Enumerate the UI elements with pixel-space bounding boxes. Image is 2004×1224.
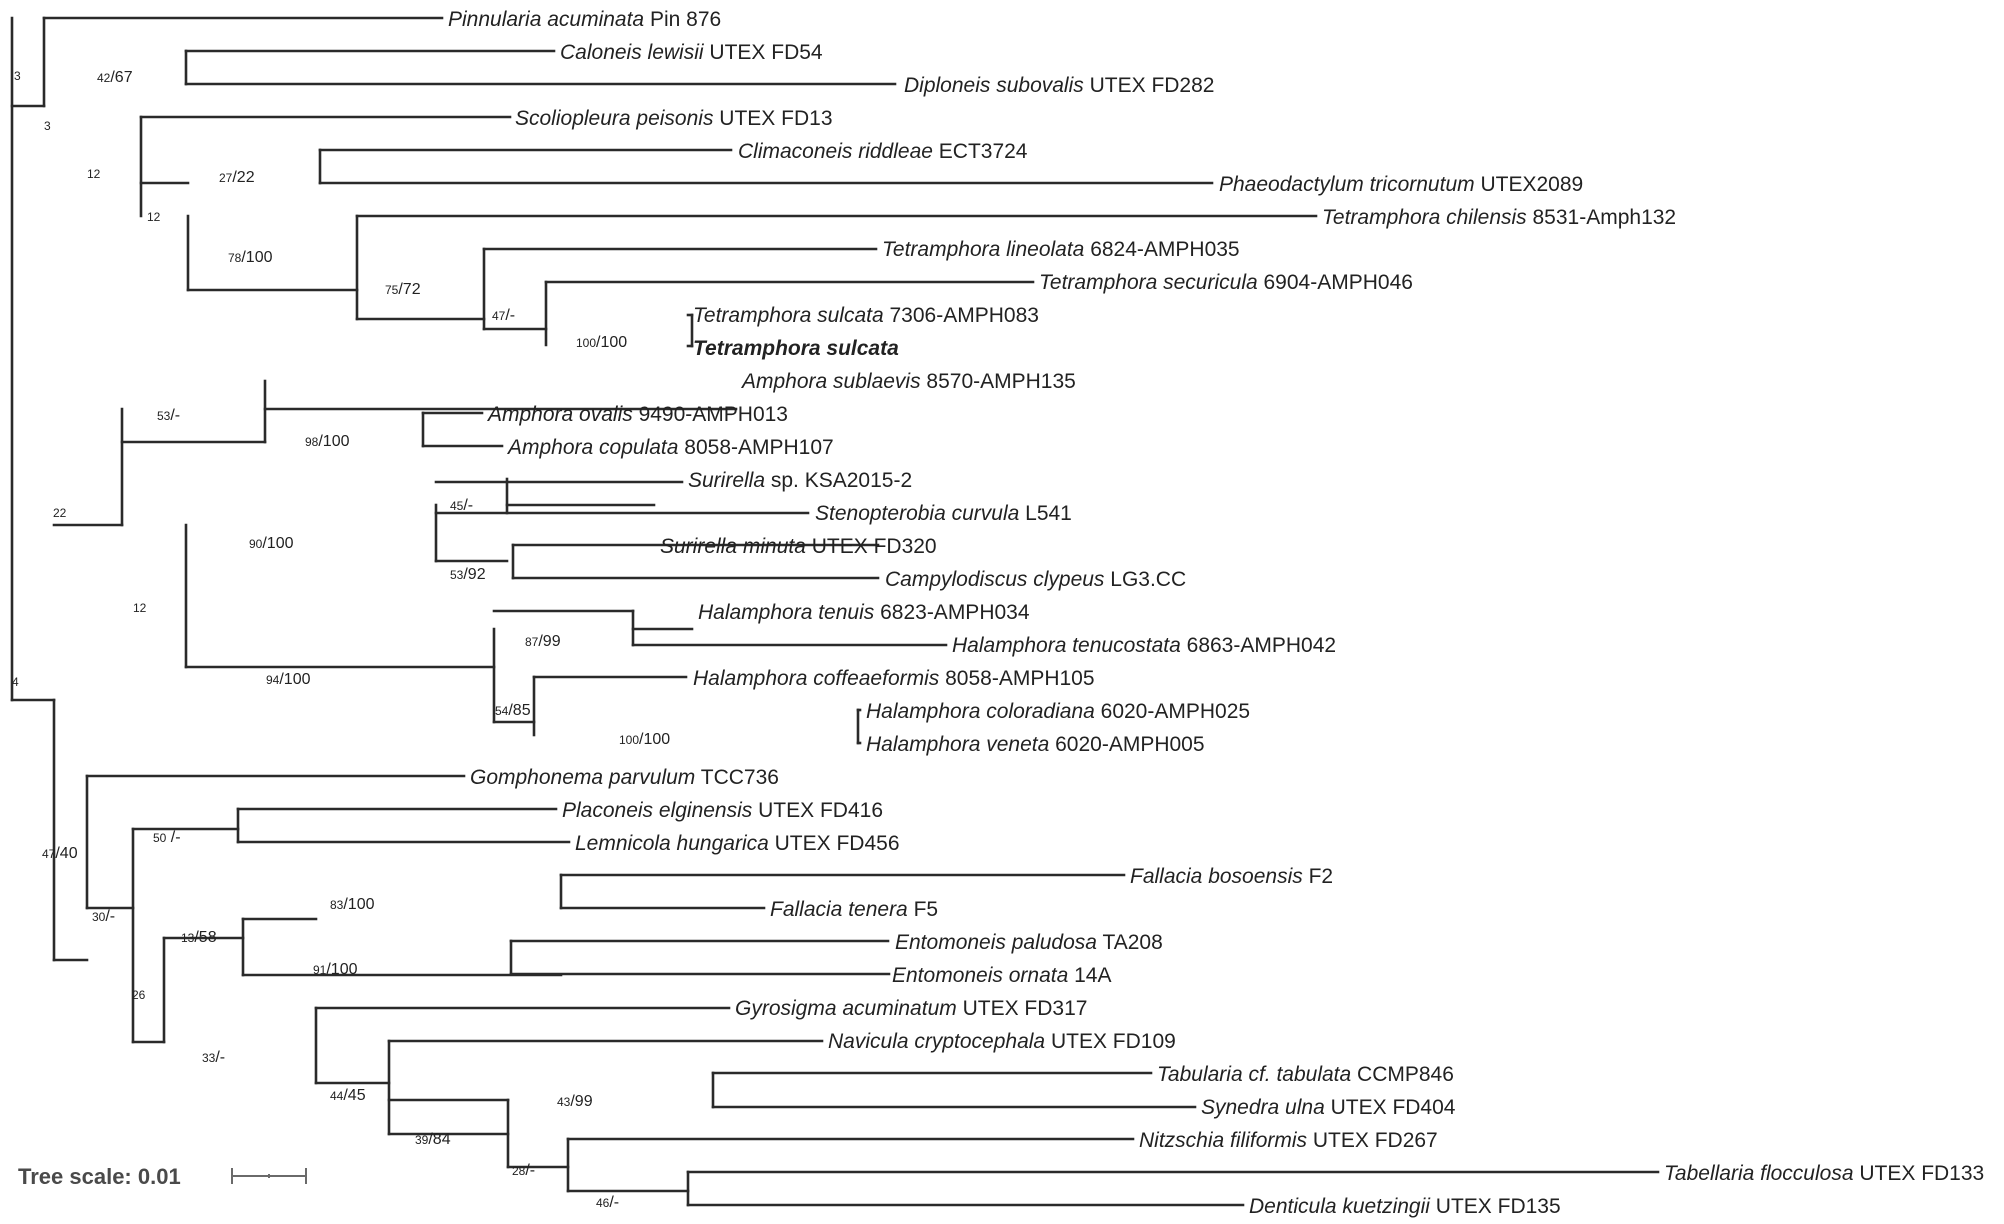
taxon-label: Navicula cryptocephala UTEX FD109 [828,1030,1176,1053]
support-value: 90/100 [249,535,294,552]
taxon-label: Synedra ulna UTEX FD404 [1201,1096,1456,1119]
support-value: 43/99 [557,1093,593,1110]
support-value: 98/100 [305,433,350,450]
support-value: 12 [147,210,161,224]
support-value: 44/45 [330,1087,366,1104]
taxon-label: Halamphora tenucostata 6863-AMPH042 [952,634,1336,657]
taxon-label: Amphora sublaevis 8570-AMPH135 [740,370,1076,393]
taxon-label: Phaeodactylum tricornutum UTEX2089 [1219,173,1583,196]
taxon-label: Tetramphora securicula 6904-AMPH046 [1039,271,1413,294]
tree-scale-bar [231,1168,307,1184]
taxon-label: Placoneis elginensis UTEX FD416 [562,799,883,822]
support-value: 54/85 [495,702,531,719]
support-value: 26 [132,988,146,1002]
taxon-label: Amphora copulata 8058-AMPH107 [506,436,834,459]
support-value: 46/- [596,1194,619,1211]
support-value: 100/100 [619,731,670,748]
support-value: 28/- [512,1162,535,1179]
taxon-label: Stenopterobia curvula L541 [815,502,1072,525]
taxon-label: Nitzschia filiformis UTEX FD267 [1139,1129,1438,1152]
taxon-label: Halamphora veneta 6020-AMPH005 [866,733,1205,756]
taxon-label: Tetramphora chilensis 8531-Amph132 [1322,206,1676,229]
taxon-label: Pinnularia acuminata Pin 876 [448,8,721,31]
support-value: 33/- [202,1049,225,1066]
support-value: 12 [133,601,147,615]
taxon-label: Fallacia bosoensis F2 [1130,865,1333,888]
support-value: 47/40 [42,845,78,862]
taxon-label: Tabellaria flocculosa UTEX FD133 [1664,1162,1984,1185]
taxon-label: Gyrosigma acuminatum UTEX FD317 [735,997,1087,1020]
support-value: 75/72 [385,281,421,298]
support-value: 100/100 [576,334,627,351]
taxon-label: Climaconeis riddleae ECT3724 [738,140,1028,163]
tree-scale-label: Tree scale: 0.01 [18,1164,181,1189]
support-value: 47/- [492,307,515,324]
taxon-label-highlighted: Tetramphora sulcata [693,337,899,360]
support-value: 91/100 [313,961,358,978]
taxon-label: Gomphonema parvulum TCC736 [470,766,779,789]
support-value: 53/- [157,407,180,424]
support-value: 12 [87,167,101,181]
support-value: 4 [12,675,19,689]
taxon-label: Surirella sp. KSA2015-2 [688,469,912,492]
support-value: 27/22 [219,169,255,186]
taxon-label: Campylodiscus clypeus LG3.CC [885,568,1186,591]
support-value: 87/99 [525,633,561,650]
support-value: 78/100 [228,249,273,266]
taxon-label: Halamphora coffeaeformis 8058-AMPH105 [693,667,1095,690]
taxon-label: Tabularia cf. tabulata CCMP846 [1157,1063,1454,1086]
support-value: 94/100 [266,671,311,688]
taxon-label: Surirella minuta UTEX FD320 [660,535,937,558]
support-value: 83/100 [330,896,375,913]
taxon-label: Tetramphora lineolata 6824-AMPH035 [882,238,1240,261]
taxon-label: Entomoneis paludosa TA208 [895,931,1163,954]
taxon-label: Scoliopleura peisonis UTEX FD13 [515,107,833,130]
taxon-label: Fallacia tenera F5 [770,898,938,921]
support-value: 3 [44,119,51,133]
taxon-label: Diploneis subovalis UTEX FD282 [904,74,1214,97]
taxon-label: Denticula kuetzingii UTEX FD135 [1249,1195,1561,1218]
support-value: 53/92 [450,566,486,583]
taxon-label: Halamphora coloradiana 6020-AMPH025 [866,700,1250,723]
tree-branches [10,16,1660,1207]
support-value: 13/58 [181,929,217,946]
taxon-label: Lemnicola hungarica UTEX FD456 [575,832,900,855]
support-value: 22 [53,506,67,520]
support-value: 39/84 [415,1131,451,1148]
taxon-label: Halamphora tenuis 6823-AMPH034 [698,601,1030,624]
support-value: 42/67 [97,69,133,86]
support-value: 50 /- [153,829,181,846]
support-value: 30/- [92,908,115,925]
support-value: 45/- [450,497,473,514]
taxon-label: Caloneis lewisii UTEX FD54 [560,41,823,64]
tree-scale: Tree scale: 0.01 [18,1164,307,1189]
taxon-label: Amphora ovalis 9490-AMPH013 [486,403,788,426]
support-value: 3 [14,69,21,83]
taxon-label: Tetramphora sulcata 7306-AMPH083 [693,304,1039,327]
taxon-label: Entomoneis ornata 14A [892,964,1111,987]
